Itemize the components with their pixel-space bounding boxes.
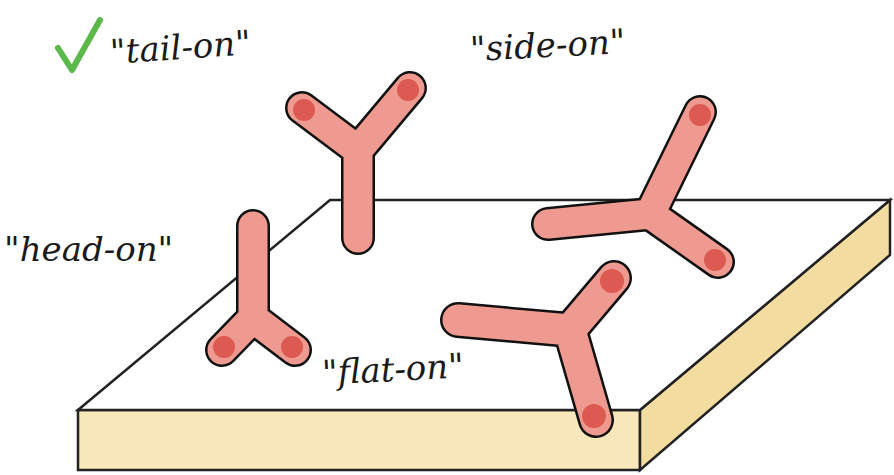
orientation-label: "side-on" bbox=[469, 24, 626, 66]
flat-on-molecule bbox=[458, 269, 624, 428]
molecules bbox=[213, 79, 726, 428]
orientation-label: "flat-on" bbox=[321, 348, 464, 389]
slab bbox=[78, 200, 890, 470]
check-mark bbox=[58, 20, 100, 70]
orientation-label: "head-on" bbox=[4, 232, 173, 266]
head-on-molecule bbox=[213, 226, 303, 358]
tail-on-molecule bbox=[293, 79, 419, 238]
side-on-molecule bbox=[548, 104, 726, 271]
orientation-label: "tail-on" bbox=[109, 25, 252, 69]
